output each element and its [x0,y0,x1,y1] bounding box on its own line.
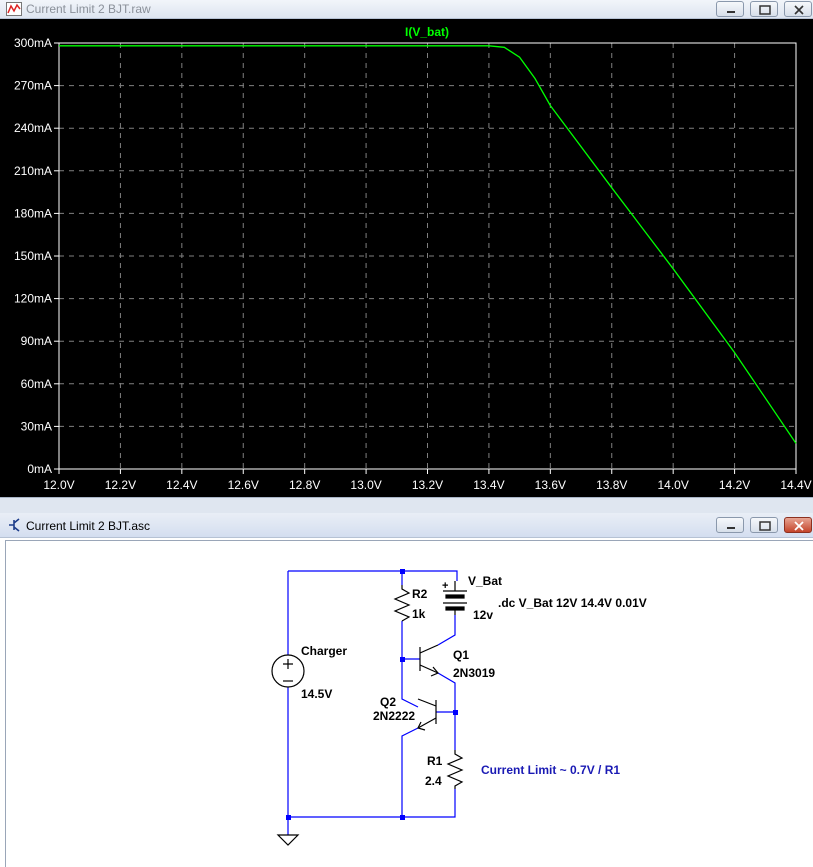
x-tick-label: 12.6V [228,478,259,492]
x-tick-label: 13.8V [596,478,627,492]
charger-voltage-source[interactable] [271,654,305,688]
restore-button[interactable] [750,517,778,533]
plot-window-title: Current Limit 2 BJT.raw [26,2,151,16]
y-tick-label: 210mA [14,164,52,178]
schematic-window: Current Limit 2 BJT.asc [0,513,813,867]
wires [287,570,458,835]
vbat-name[interactable]: V_Bat [468,574,502,588]
transistor-q2-symbol[interactable] [417,698,437,731]
trace-label[interactable]: I(V_bat) [405,25,449,39]
close-icon [794,521,804,531]
wire-q1-collector[interactable] [437,615,456,646]
x-tick-label: 12.2V [105,478,136,492]
y-tick-label: 0mA [27,462,52,476]
plot-area[interactable]: 12.0V 12.2V 12.4V 12.6V 12.8V 13.0V 13.2V 13.4V… [0,18,813,497]
ground-icon[interactable] [276,834,300,846]
x-tick-label: 12.8V [289,478,320,492]
x-tick-label: 13.2V [412,478,443,492]
close-button[interactable] [784,517,812,533]
y-tick-label: 90mA [21,334,52,348]
vbat-plus-sign: + [442,580,448,592]
junction-q2-base [453,710,458,715]
junction-bottom [400,815,405,820]
restore-button[interactable] [750,1,778,17]
x-tick-label: 13.0V [350,478,381,492]
close-button[interactable] [784,1,812,17]
schematic-app-icon [9,518,20,532]
resistor-r1-symbol[interactable] [446,750,464,789]
y-tick-label: 30mA [21,419,52,433]
resistor-r2-symbol[interactable] [393,585,411,622]
window-gap [0,497,813,514]
r1-value[interactable]: 2.4 [425,774,442,788]
restore-icon [759,521,771,531]
q2-name[interactable]: Q2 [380,695,396,709]
schematic-canvas-border [5,540,813,867]
x-tick-label: 12.4V [166,478,197,492]
wire-q2-collector[interactable] [401,659,419,708]
junctions [286,569,458,820]
junction-q1-base [400,657,405,662]
y-tick-label: 120mA [14,292,52,306]
r2-value[interactable]: 1k [412,607,426,621]
close-icon [794,5,804,15]
q1-name[interactable]: Q1 [453,648,469,662]
waveform-app-icon [6,2,22,16]
minimize-icon [727,527,735,529]
vbat-value[interactable]: 12v [473,608,493,622]
charger-name[interactable]: Charger [301,644,347,658]
junction-bottom-left [286,815,291,820]
minimize-button[interactable] [716,1,744,17]
y-tick-label: 150mA [14,249,52,263]
comment-current-limit[interactable]: Current Limit ~ 0.7V / R1 [481,763,620,777]
junction-top [400,569,405,574]
plot-window-titlebar[interactable]: Current Limit 2 BJT.raw [0,0,813,19]
wire-top[interactable] [288,570,458,581]
schematic-window-title: Current Limit 2 BJT.asc [26,519,151,533]
x-tick-label: 14.0V [657,478,688,492]
restore-icon [759,5,771,15]
r1-name[interactable]: R1 [427,754,443,768]
y-tick-label: 240mA [14,121,52,135]
charger-value[interactable]: 14.5V [301,687,332,701]
q2-model[interactable]: 2N2222 [373,709,415,723]
r2-name[interactable]: R2 [412,587,428,601]
schematic-window-titlebar[interactable]: Current Limit 2 BJT.asc [0,513,813,538]
y-tick-label: 270mA [14,79,52,93]
dc-directive[interactable]: .dc V_Bat 12V 14.4V 0.01V [498,596,647,610]
wire-q1-emitter[interactable] [437,672,456,712]
minimize-button[interactable] [716,517,744,533]
plot-grid [59,43,796,469]
wire-bottom[interactable] [288,789,456,818]
y-tick-label: 300mA [14,36,52,50]
y-tick-label: 180mA [14,206,52,220]
transistor-q1-symbol[interactable] [419,644,439,677]
x-tick-label: 14.2V [719,478,750,492]
x-tick-label: 14.4V [780,478,811,492]
y-tick-label: 60mA [21,377,52,391]
schematic-canvas[interactable]: Charger 14.5V R2 1k V_Bat + 12v .dc V_Ba… [0,513,813,867]
minimize-icon [727,11,735,13]
battery-vbat-symbol[interactable] [443,581,467,615]
wire-q2-emitter[interactable] [401,727,419,817]
x-tick-label: 13.6V [535,478,566,492]
x-tick-label: 12.0V [43,478,74,492]
x-tick-label: 13.4V [473,478,504,492]
trace-line[interactable] [59,45,797,444]
q1-model[interactable]: 2N3019 [453,666,495,680]
axis-ticks: 12.0V 12.2V 12.4V 12.6V 12.8V 13.0V 13.2V 13.4V… [14,36,812,492]
